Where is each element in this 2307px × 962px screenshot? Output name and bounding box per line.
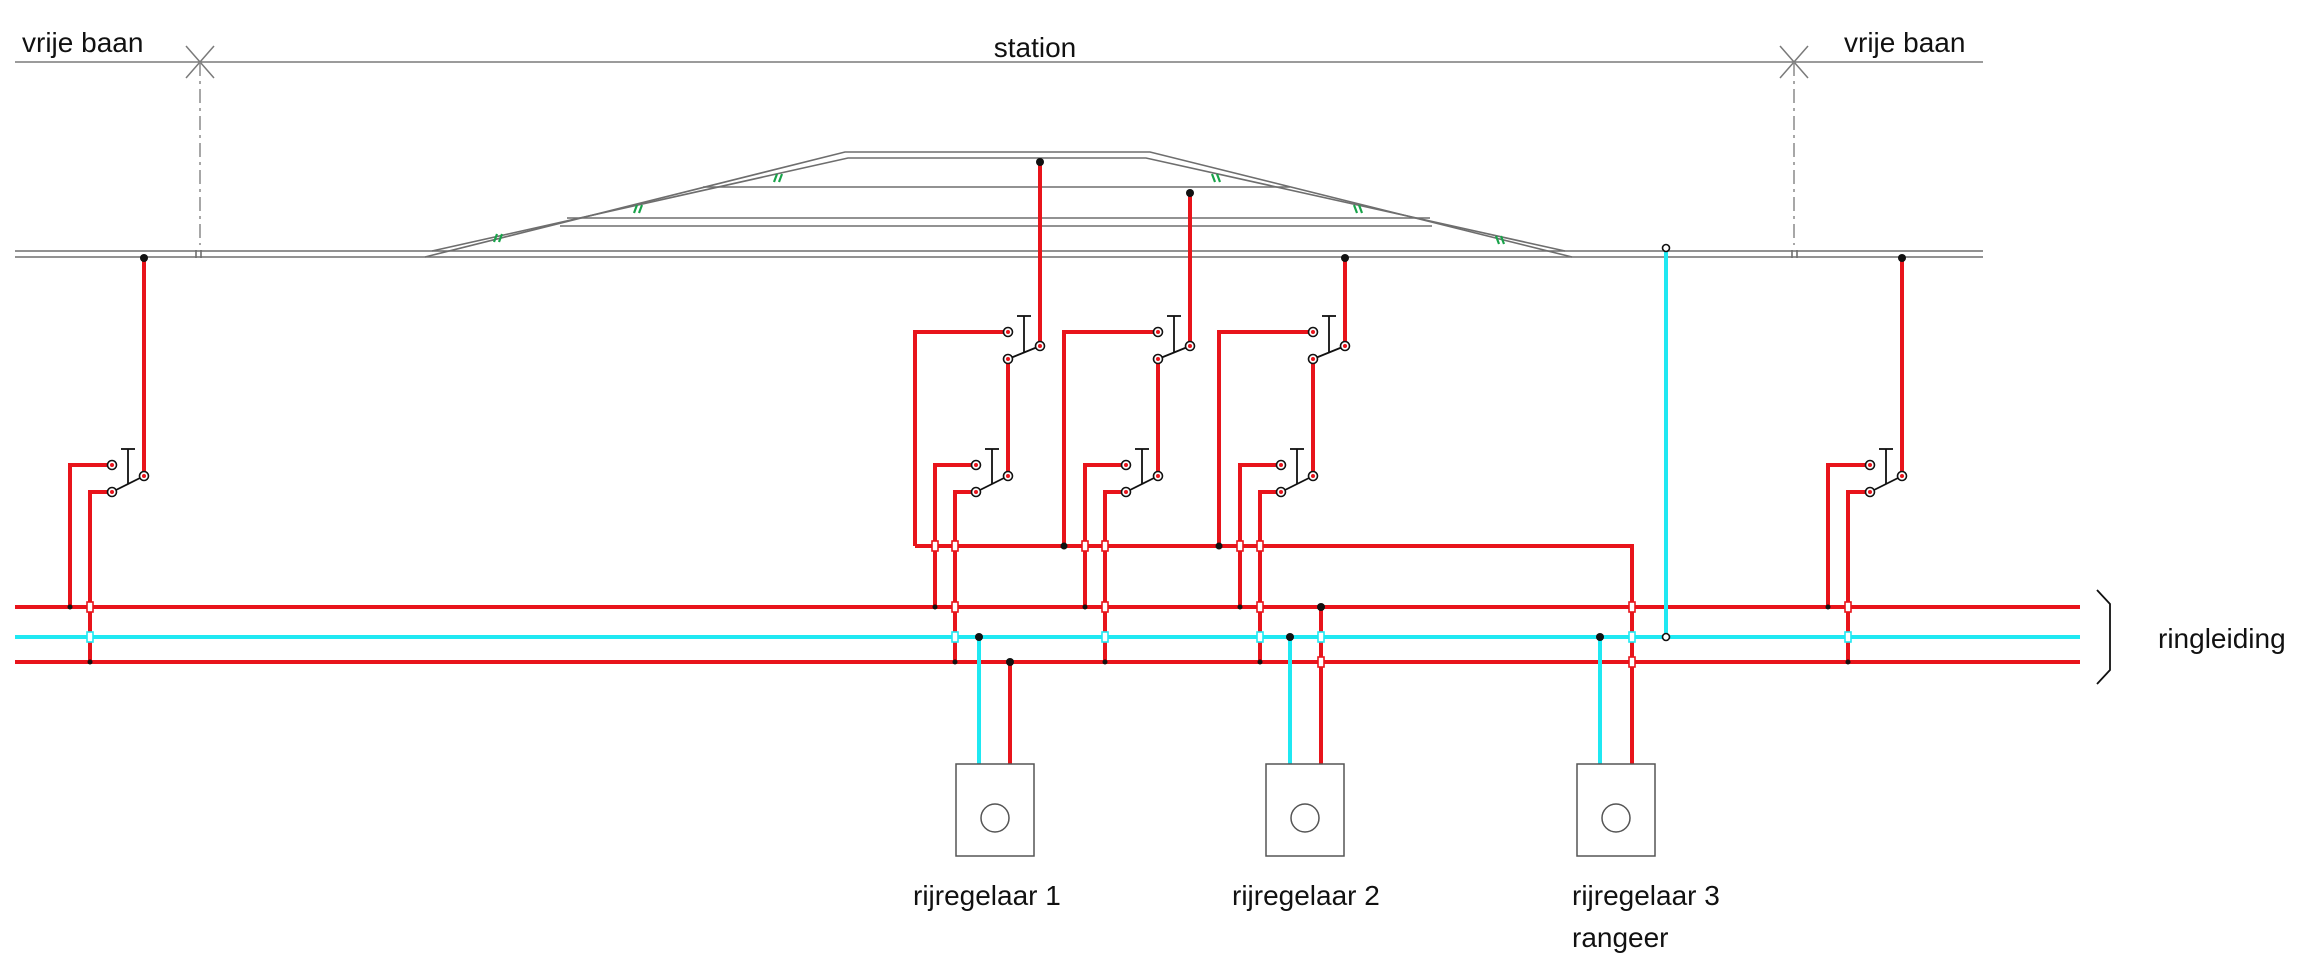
wire-crossings: [86, 540, 1852, 668]
insulation-gap: [492, 233, 504, 243]
selector-switch-left-open-track: [106, 448, 150, 498]
selector-switch-track-b-upper: [1152, 315, 1196, 365]
return-wiring: [977, 248, 1668, 766]
controller-knob-icon: [1601, 803, 1631, 833]
label-station: station: [994, 32, 1077, 63]
controller-3: [1576, 763, 1656, 857]
label-open-track-right: vrije baan: [1844, 27, 1965, 58]
label-open-track-left: vrije baan: [22, 27, 143, 58]
controller-knob-icon: [1290, 803, 1320, 833]
insulation-gap: [1494, 235, 1506, 245]
controller-1: [955, 763, 1035, 857]
return-connection-ring: [1661, 632, 1671, 642]
label-controller-2: rijregelaar 2: [1232, 880, 1380, 911]
junction-dots: [67, 158, 1906, 666]
label-ring-main: ringleiding: [2158, 623, 2286, 654]
label-controller-1: rijregelaar 1: [913, 880, 1061, 911]
feed-wiring: [68, 162, 1904, 766]
insulation-gap: [1352, 204, 1364, 214]
track-layout: [15, 151, 1983, 258]
label-controller-3: rijregelaar 3: [1572, 880, 1720, 911]
insulation-gap: [772, 173, 784, 183]
insulation-gap: [1210, 173, 1222, 183]
ring-main-bracket: [2096, 589, 2111, 685]
controller-2: [1265, 763, 1345, 857]
switch-terminal-dots: [110, 330, 1904, 494]
selector-switch-track-a-lower: [970, 448, 1014, 498]
return-connection-top: [1661, 243, 1671, 253]
label-controller-3-sub: rangeer: [1572, 922, 1669, 953]
insulation-gaps: [492, 173, 1506, 245]
controller-knob-icon: [980, 803, 1010, 833]
selector-switch-track-b-lower: [1120, 448, 1164, 498]
insulation-gap: [632, 204, 644, 214]
selector-switches: [106, 315, 1908, 498]
ring-main: [15, 589, 2111, 685]
section-dimension: [15, 45, 1983, 245]
